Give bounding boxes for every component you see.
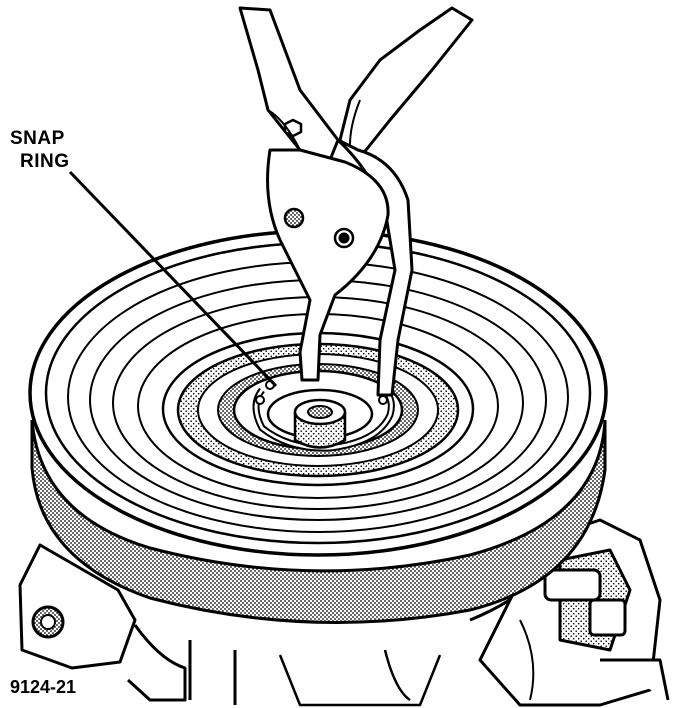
pulley-rim (30, 419, 607, 624)
callout-ring-label: RING (20, 151, 70, 172)
shaft-nut (266, 388, 374, 449)
callout-snap-label: SNAP (10, 128, 65, 149)
snap-ring-pliers (238, 6, 474, 397)
callout-leader-line (68, 170, 278, 388)
figure-number: 9124-21 (10, 677, 77, 697)
snap-ring (252, 380, 395, 452)
